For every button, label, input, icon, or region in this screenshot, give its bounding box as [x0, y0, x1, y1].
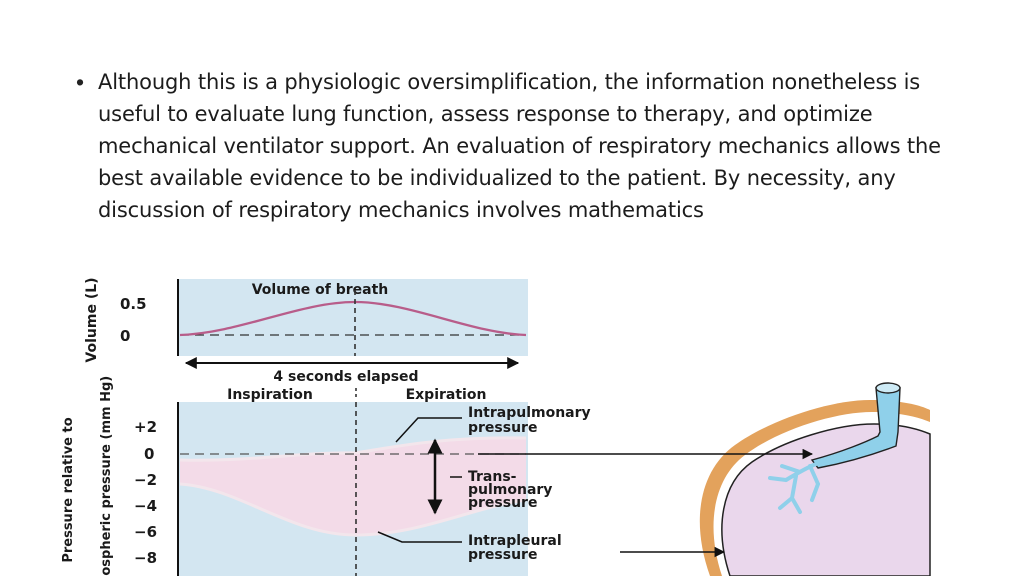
intrapleural-curve — [179, 482, 527, 537]
intrapulmonary-label-2: pressure — [468, 420, 537, 436]
pressure-tick-minus6: −6 — [134, 523, 157, 541]
volume-tick-0-5: 0.5 — [120, 295, 147, 313]
intrapleural-label-1: Intrapleural — [468, 533, 562, 549]
trachea-icon — [810, 387, 901, 469]
intrapulmonary-leader — [395, 417, 462, 443]
transpulmonary-label-2: pulmonary — [468, 482, 552, 498]
intrapleural-leader — [377, 531, 462, 543]
pressure-axis-label-line1: Pressure relative to — [61, 417, 76, 562]
pressure-tick-plus2: +2 — [134, 418, 157, 436]
intrapleural-label-2: pressure — [468, 547, 537, 563]
bullet-text: Although this is a physiologic oversimpl… — [98, 70, 941, 222]
lung — [721, 423, 931, 576]
transpulmonary-label-1: Trans- — [468, 469, 517, 485]
volume-panel-background — [178, 279, 528, 356]
bronchi-icon — [768, 462, 820, 514]
elapsed-label: 4 seconds elapsed — [273, 369, 418, 385]
bullet-point: • Although this is a physiologic oversim… — [76, 66, 976, 226]
pressure-tick-minus2: −2 — [134, 471, 157, 489]
pressure-tick-0: 0 — [144, 445, 154, 463]
volume-panel-title: Volume of breath — [252, 282, 389, 298]
volume-tick-0: 0 — [120, 327, 130, 345]
transpulmonary-label-3: pressure — [468, 495, 537, 511]
inspiration-label: Inspiration — [227, 387, 313, 403]
pressure-tick-minus8: −8 — [134, 549, 157, 567]
pressure-axis-label-line2: atmospheric pressure (mm Hg) — [99, 376, 114, 576]
pressure-tick-minus4: −4 — [134, 497, 157, 515]
trachea-opening — [875, 382, 901, 394]
intrapulmonary-curve — [179, 436, 527, 462]
bullet-dot-icon: • — [76, 69, 85, 95]
expiration-label: Expiration — [406, 387, 487, 403]
intrapulmonary-label-1: Intrapulmonary — [468, 405, 591, 421]
volume-axis-label: Volume (L) — [84, 277, 100, 362]
